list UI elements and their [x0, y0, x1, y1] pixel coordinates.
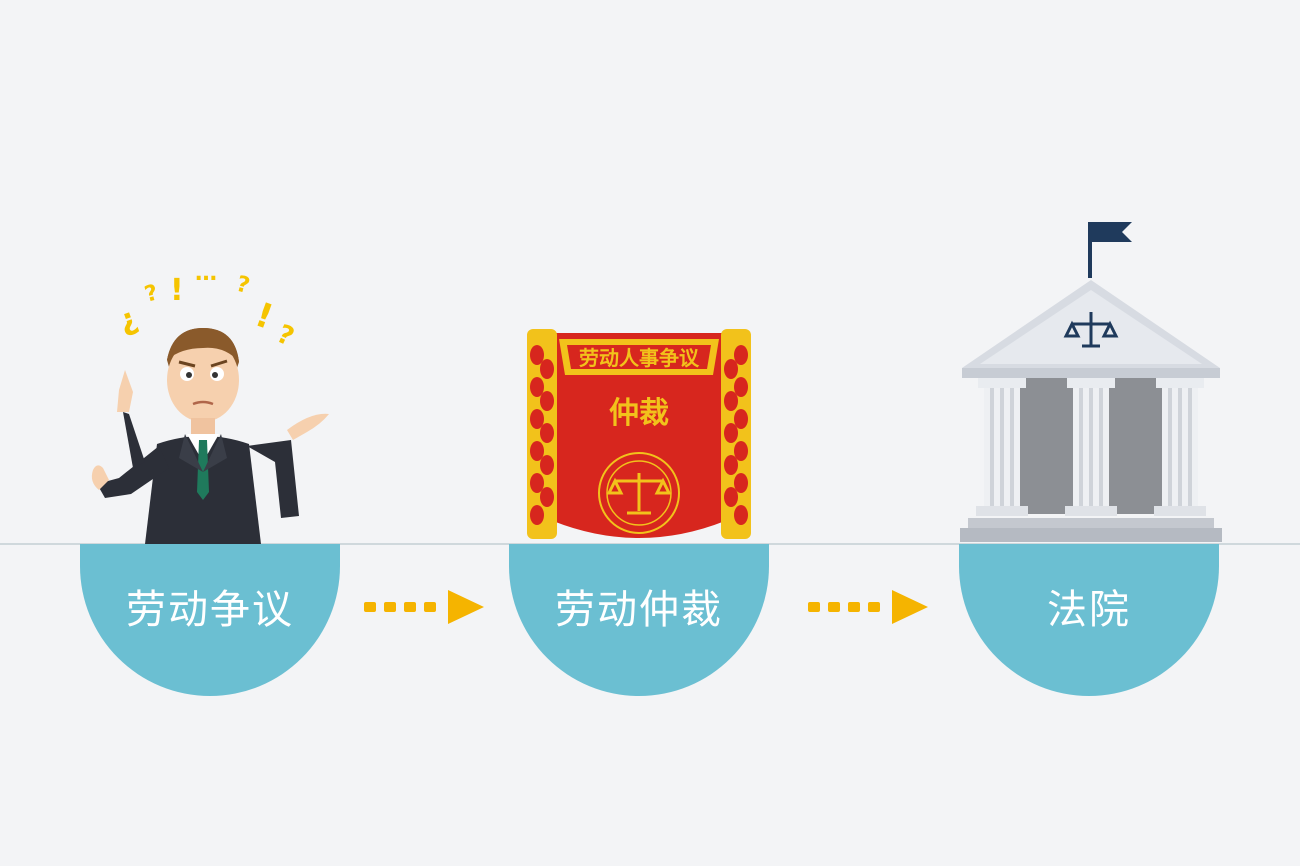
- svg-text:!: !: [170, 273, 184, 308]
- badge-banner-text: 劳动人事争议: [579, 346, 700, 370]
- svg-text:?: ?: [233, 272, 252, 299]
- svg-text:?: ?: [142, 280, 161, 307]
- step-label-arbitration: 劳动仲裁: [509, 544, 769, 696]
- confused-man-icon: ¿ ? ! … ? ! ?: [91, 262, 329, 544]
- step-label-text: 法院: [1047, 587, 1131, 633]
- step-label-court: 法院: [959, 544, 1219, 696]
- arbitration-badge-icon: 劳动人事争议 仲裁: [527, 329, 751, 539]
- courthouse-icon: [960, 222, 1222, 542]
- step-label-text: 劳动仲裁: [555, 587, 723, 633]
- step-label-dispute: 劳动争议: [80, 544, 340, 696]
- step-label-text: 劳动争议: [126, 587, 294, 633]
- svg-text:!: !: [250, 295, 278, 338]
- flow-arrow-2: [808, 590, 928, 624]
- svg-text:?: ?: [272, 319, 298, 353]
- flow-arrow-1: [364, 590, 484, 624]
- svg-text:…: …: [195, 262, 217, 286]
- svg-text:¿: ¿: [114, 301, 142, 340]
- badge-title-text: 仲裁: [609, 396, 669, 431]
